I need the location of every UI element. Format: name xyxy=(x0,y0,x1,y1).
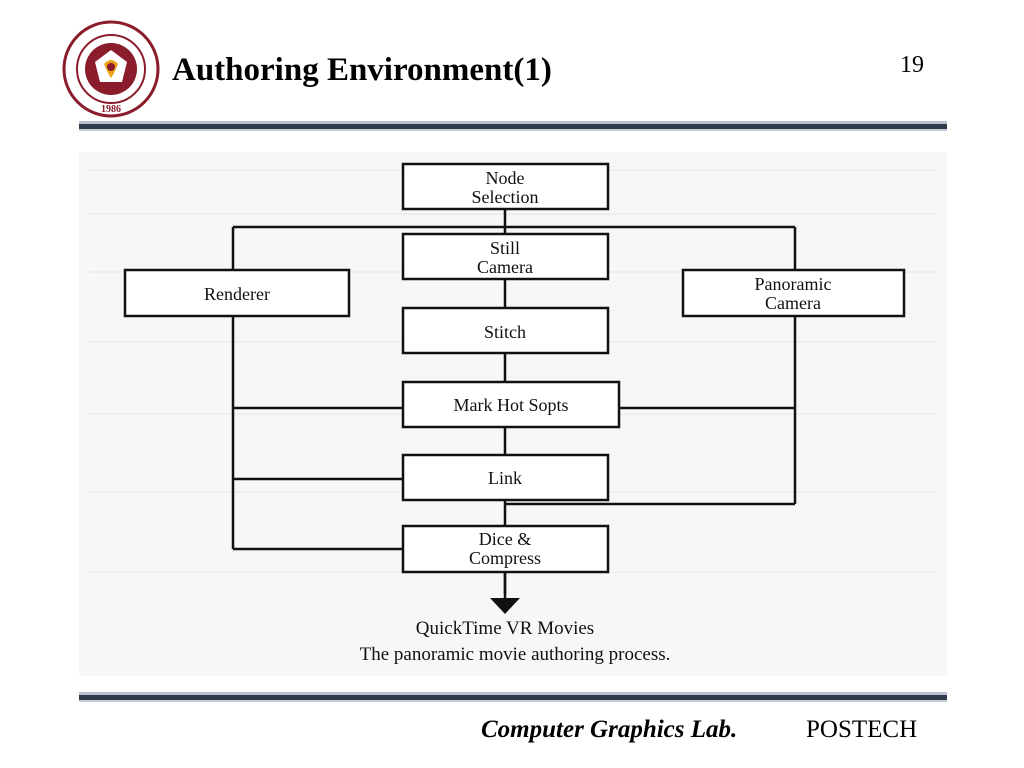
footer-lab-name: Computer Graphics Lab. xyxy=(481,716,738,743)
output-label: QuickTime VR Movies xyxy=(416,618,594,639)
box-mark-hot-spots xyxy=(401,380,621,429)
box-renderer xyxy=(123,268,351,318)
figure-caption: The panoramic movie authoring process. xyxy=(360,644,671,665)
university-seal-icon: 1986 xyxy=(62,20,160,118)
label-stitch: Stitch xyxy=(484,322,526,342)
label-mark-hot-spots: Mark Hot Sopts xyxy=(453,395,568,415)
logo-year: 1986 xyxy=(101,104,121,115)
box-dice-compress xyxy=(401,524,610,574)
box-still-camera xyxy=(401,232,610,281)
footer-divider xyxy=(79,692,947,702)
header-divider xyxy=(79,121,947,131)
box-stitch xyxy=(401,306,610,355)
footer-org-name: POSTECH xyxy=(806,716,918,743)
box-link xyxy=(401,453,610,502)
label-renderer: Renderer xyxy=(204,284,270,304)
label-link: Link xyxy=(488,468,522,488)
box-node-selection xyxy=(401,162,610,211)
arrow-down-icon xyxy=(490,598,520,614)
university-logo: 1986 xyxy=(62,20,160,118)
box-panoramic-camera xyxy=(681,268,906,318)
page-number: 19 xyxy=(900,52,924,78)
slide-title: Authoring Environment(1) xyxy=(172,52,552,88)
label-dice-compress: Dice &Compress xyxy=(469,529,541,568)
